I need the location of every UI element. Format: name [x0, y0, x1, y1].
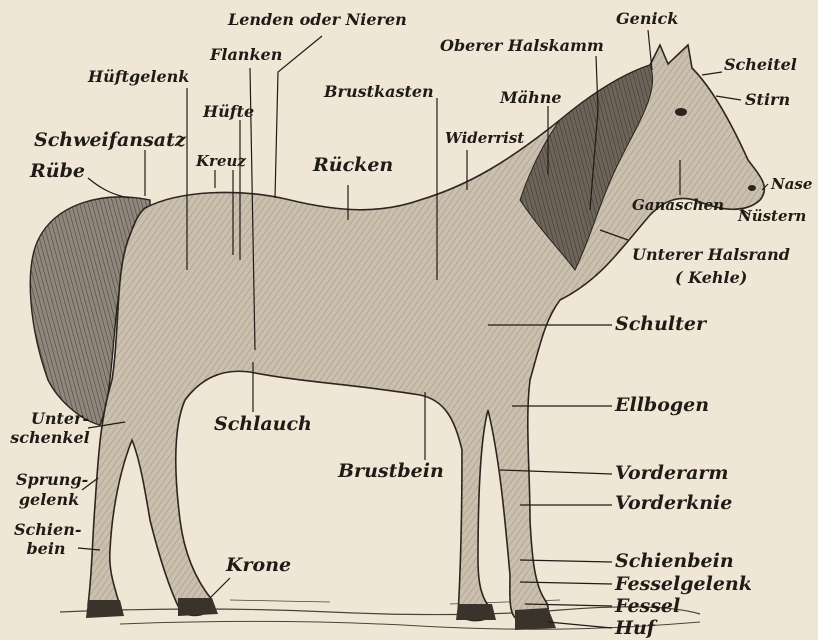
label-widerrist: Widerrist: [445, 131, 524, 146]
horse-body: [86, 45, 764, 630]
label-ellbogen: Ellbogen: [615, 396, 709, 415]
label-huf: Huf: [615, 619, 655, 638]
label-genick: Genick: [616, 11, 678, 27]
label-scheitel: Scheitel: [724, 57, 797, 73]
label-krone: Krone: [226, 556, 291, 575]
label-nase: Nase: [771, 177, 812, 192]
label-maehne: Mähne: [500, 90, 562, 106]
label-ruecken: Rücken: [313, 156, 393, 175]
label-schienbein-back-line2: bein: [14, 541, 78, 557]
label-unterschenkel-line1: Unter-: [30, 411, 90, 427]
label-vorderarm: Vorderarm: [615, 464, 729, 483]
label-sprunggelenk-line2: gelenk: [16, 492, 82, 508]
label-kehle: ( Kehle): [675, 270, 747, 286]
label-lenden: Lenden oder Nieren: [228, 12, 407, 28]
label-hueftgelenk: Hüftgelenk: [88, 69, 189, 85]
label-vorderknie: Vorderknie: [615, 494, 732, 513]
label-schulter: Schulter: [615, 315, 706, 334]
label-huefte: Hüfte: [203, 104, 254, 120]
label-stirn: Stirn: [745, 92, 790, 108]
label-ruebe: Rübe: [30, 162, 85, 181]
label-brustbein: Brustbein: [338, 462, 444, 481]
label-unterschenkel-line2: schenkel: [10, 430, 90, 446]
label-ganaschen: Ganaschen: [632, 198, 724, 213]
label-schlauch: Schlauch: [214, 415, 312, 434]
label-schweifansatz: Schweifansatz: [34, 131, 186, 150]
label-unterer-halsrand: Unterer Halsrand: [632, 247, 790, 263]
label-sprunggelenk-line1: Sprung-: [16, 472, 82, 488]
label-fessel: Fessel: [615, 597, 680, 616]
label-brustkasten: Brustkasten: [324, 84, 434, 100]
label-schienbein-back-line1: Schien-: [14, 522, 78, 538]
label-oberer-halskamm: Oberer Halskamm: [440, 38, 604, 54]
label-kreuz: Kreuz: [196, 154, 246, 169]
ground-lines: [60, 600, 700, 629]
label-nuestern: Nüstern: [738, 209, 806, 224]
label-fesselgelenk: Fesselgelenk: [615, 575, 752, 594]
label-flanken: Flanken: [210, 47, 282, 63]
label-schienbein-front: Schienbein: [615, 552, 734, 571]
